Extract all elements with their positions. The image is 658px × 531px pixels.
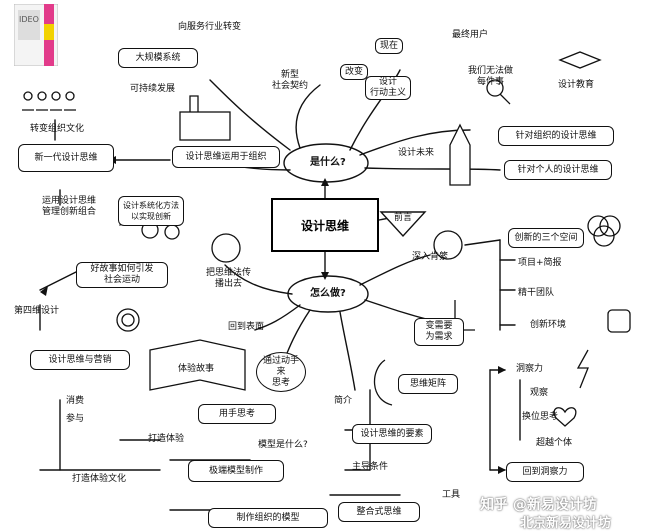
node-empathy: 换位思考 bbox=[522, 412, 559, 422]
node-for-org: 针对组织的设计思维 bbox=[498, 126, 614, 146]
node-sustainable: 可持续发展 bbox=[130, 84, 176, 94]
node-fourth-design: 第四维设计 bbox=[14, 306, 60, 316]
node-think-with-hands: 通过动手 来 思考 bbox=[256, 352, 306, 392]
node-return-to-insight: 回到洞察力 bbox=[506, 462, 584, 482]
node-consumer: 消费 bbox=[66, 396, 85, 406]
node-systematize: 设计系统化方法 以实现创新 bbox=[118, 196, 184, 226]
node-change: 改变 bbox=[340, 64, 368, 80]
node-end-user: 最终用户 bbox=[452, 30, 489, 40]
node-participate: 参与 bbox=[66, 414, 85, 424]
node-integrated: 整合式思维 bbox=[338, 502, 420, 522]
watermark-brand: 北京新易设计坊 bbox=[520, 516, 612, 531]
node-thinking-matrix: 思维矩阵 bbox=[398, 374, 458, 394]
node-create-experience: 打造体验 bbox=[148, 434, 185, 444]
node-need-to-want: 变需要 为需求 bbox=[414, 318, 464, 346]
node-what-is-model: 模型是什么? bbox=[258, 440, 308, 450]
node-new-generation: 新一代设计思维 bbox=[18, 144, 114, 172]
node-deep-dive: 深入肯綮 bbox=[412, 252, 449, 262]
node-spread-method: 把思维法传 播出去 bbox=[206, 268, 252, 289]
node-brief: 简介 bbox=[334, 396, 353, 406]
node-apply-innovation: 运用设计思维 管理创新组合 bbox=[42, 196, 97, 217]
node-applied-to-org: 设计思维运用于组织 bbox=[172, 146, 280, 168]
node-social-movement: 好故事如何引发 社会运动 bbox=[76, 262, 168, 288]
node-tools: 工具 bbox=[442, 490, 461, 500]
node-design-activism: 设计 行动主义 bbox=[365, 76, 411, 100]
node-reality: 现在 bbox=[375, 38, 403, 54]
node-back-to-surface: 回到表面 bbox=[228, 322, 265, 332]
node-elite-team: 精干团队 bbox=[518, 288, 555, 298]
node-beyond-individual: 超越个体 bbox=[536, 438, 573, 448]
node-org-transform: 转变组织文化 bbox=[30, 124, 85, 134]
node-design-future: 设计未来 bbox=[398, 148, 435, 158]
node-observe: 观察 bbox=[530, 388, 549, 398]
node-new-social-contract: 新型 社会契约 bbox=[272, 70, 309, 91]
center-node: 设计思维 bbox=[271, 198, 379, 252]
node-design-elements: 设计思维的要素 bbox=[352, 424, 432, 444]
node-service-transform: 向服务行业转变 bbox=[178, 22, 242, 32]
node-innovation-space: 创新的三个空间 bbox=[508, 228, 584, 248]
book-cover-text: IDEO bbox=[19, 15, 39, 24]
node-for-individual: 针对个人的设计思维 bbox=[504, 160, 612, 180]
node-think-with-hands2: 用手思考 bbox=[198, 404, 276, 424]
node-conditions: 主导条件 bbox=[352, 462, 389, 472]
hub-what: 是什么? bbox=[310, 157, 346, 168]
book-cover-image: IDEO bbox=[13, 3, 59, 67]
hub-how: 怎么做? bbox=[310, 288, 346, 299]
node-experience-story: 体验故事 bbox=[178, 364, 215, 374]
node-project-brief: 项目+简报 bbox=[518, 258, 562, 268]
node-design-marketing: 设计思维与营销 bbox=[30, 350, 130, 370]
node-prototype: 极端模型制作 bbox=[188, 460, 284, 482]
hub-preface: 前言 bbox=[394, 213, 413, 223]
node-org-model: 制作组织的模型 bbox=[208, 508, 328, 528]
node-large-system: 大规模系统 bbox=[118, 48, 198, 68]
node-innovation-env: 创新环境 bbox=[530, 320, 567, 330]
node-insight: 洞察力 bbox=[516, 364, 544, 374]
watermark-zhihu: 知乎 @新易设计坊 bbox=[480, 497, 597, 513]
node-we-cannot: 我们无法做 每件事 bbox=[468, 66, 514, 87]
node-build-culture: 打造体验文化 bbox=[72, 474, 127, 484]
node-design-education: 设计教育 bbox=[558, 80, 595, 90]
